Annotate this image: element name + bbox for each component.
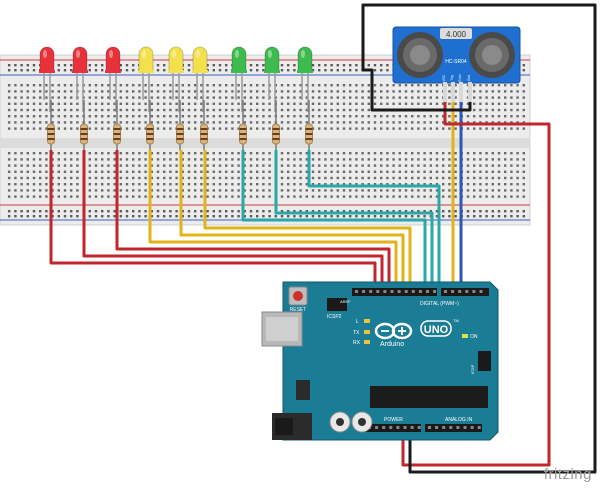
on-led-label: ON xyxy=(470,334,478,340)
svg-text:Trig: Trig xyxy=(450,75,454,81)
wire-teal-1 xyxy=(241,150,427,292)
aref-label: AREF xyxy=(340,299,351,304)
resistor xyxy=(239,100,247,150)
sensor-model-label: HC-SR04 xyxy=(445,59,467,65)
resistor xyxy=(272,100,280,150)
icsp2-header xyxy=(327,298,347,311)
l-led-label: L xyxy=(356,319,359,325)
led-yellow xyxy=(138,46,154,112)
wire-vcc-red xyxy=(401,100,551,467)
led-green xyxy=(264,46,280,112)
sensor-pin: Echo xyxy=(458,74,463,102)
led-green xyxy=(297,46,313,112)
wire-red-1 xyxy=(49,150,377,292)
reset-label: RESET xyxy=(290,307,307,313)
voltage-regulator xyxy=(296,380,310,400)
arduino-uno-board: RESET ICSP2 L TX RX xyxy=(261,281,499,441)
sensor-pin: Gnd xyxy=(467,75,472,102)
wire-red-3 xyxy=(115,150,391,292)
wire-gnd-black xyxy=(361,3,597,474)
led-yellow xyxy=(168,46,184,112)
icsp-header xyxy=(478,351,491,371)
resistor xyxy=(113,100,121,150)
led-array xyxy=(39,46,313,112)
sensor-crystal-label: 4.000 xyxy=(446,30,467,39)
svg-text:Echo: Echo xyxy=(458,74,462,81)
led-green xyxy=(231,46,247,112)
ultrasonic-sensor: 4.000 HC-SR04 VCC Trig Echo Gnd xyxy=(392,26,521,102)
wires xyxy=(49,3,597,474)
resistor xyxy=(200,100,208,150)
resistor xyxy=(47,100,55,150)
digital-label: DIGITAL (PWM~) xyxy=(420,301,459,307)
resistor xyxy=(176,100,184,150)
led-yellow xyxy=(192,46,208,112)
icsp-label: ICSP xyxy=(470,364,475,374)
power-label: POWER xyxy=(384,417,403,423)
analog-in-label: ANALOG IN xyxy=(445,417,473,423)
wire-teal-2 xyxy=(274,150,434,292)
arduino-brand-text: Arduino xyxy=(380,341,404,348)
svg-text:Gnd: Gnd xyxy=(467,75,471,81)
arduino-logo-icon xyxy=(374,322,413,340)
uno-logo-text: UNO xyxy=(424,324,449,336)
digital-header-pins xyxy=(355,290,483,293)
svg-text:VCC: VCC xyxy=(442,74,446,81)
resistor xyxy=(146,100,154,150)
wire-yellow-2 xyxy=(179,150,405,292)
wire-yellow-3 xyxy=(203,150,412,292)
power-analog-header-pins xyxy=(368,426,481,429)
atmega-chip xyxy=(370,386,488,408)
icsp2-label: ICSP2 xyxy=(327,314,342,320)
sensor-pin: Trig xyxy=(450,75,455,102)
led-red xyxy=(72,46,88,112)
rx-led-label: RX xyxy=(353,340,361,346)
wire-red-2 xyxy=(82,150,384,292)
wire-yellow-1 xyxy=(148,150,398,292)
fritzing-brand-label: fritzing xyxy=(543,466,592,483)
resistor xyxy=(305,100,313,150)
resistor xyxy=(80,100,88,150)
sensor-pin: VCC xyxy=(442,74,447,102)
led-red xyxy=(39,46,55,112)
led-red xyxy=(105,46,121,112)
sensor-pins: VCC Trig Echo Gnd xyxy=(442,74,472,102)
wire-teal-3 xyxy=(307,150,441,292)
resistor-array xyxy=(47,100,313,150)
board-tm-text: TM xyxy=(453,318,459,323)
tx-led-label: TX xyxy=(353,330,360,336)
